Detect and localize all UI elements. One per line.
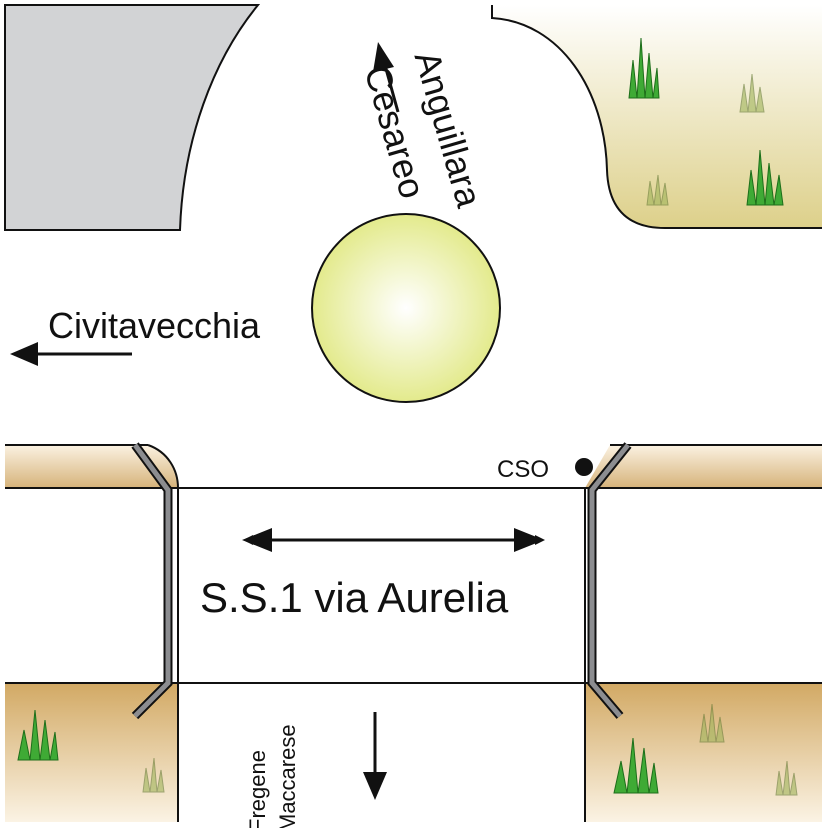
grass-icon [746, 149, 784, 206]
road-edges [5, 444, 822, 822]
grass-icon [775, 760, 798, 796]
grass-icon [142, 757, 165, 793]
south-label-line2: Maccarese [275, 724, 300, 828]
roundabout [311, 213, 501, 403]
grass-icon [699, 703, 725, 743]
south-label-line1: Fregene [245, 750, 270, 828]
west-arrow-head [10, 342, 38, 366]
embankment-bottom-left [5, 683, 178, 822]
building-block [4, 4, 261, 231]
grass-icon [739, 73, 765, 113]
guard-barrier-left [131, 442, 173, 720]
embankment-top-right [585, 445, 822, 488]
grass-icon [17, 709, 59, 761]
guard-barrier-right [587, 442, 632, 719]
embankment-bottom-right [585, 683, 822, 822]
marker-dot-icon [575, 458, 593, 476]
grass-icon [646, 174, 669, 206]
road-label: S.S.1 via Aurelia [200, 574, 509, 621]
double-arrow-head-left [242, 528, 272, 552]
double-arrow-head-right [514, 528, 544, 552]
embankment-top-left [5, 445, 178, 488]
field-edge-top-right [491, 5, 822, 229]
grass-icon [628, 37, 660, 99]
south-arrow-head [363, 772, 387, 800]
marker-label: CSO [497, 456, 549, 483]
field-top-right [492, 5, 822, 228]
north-arrow-head [373, 42, 394, 72]
west-label: Civitavecchia [48, 305, 261, 346]
grass-icon [613, 737, 659, 794]
